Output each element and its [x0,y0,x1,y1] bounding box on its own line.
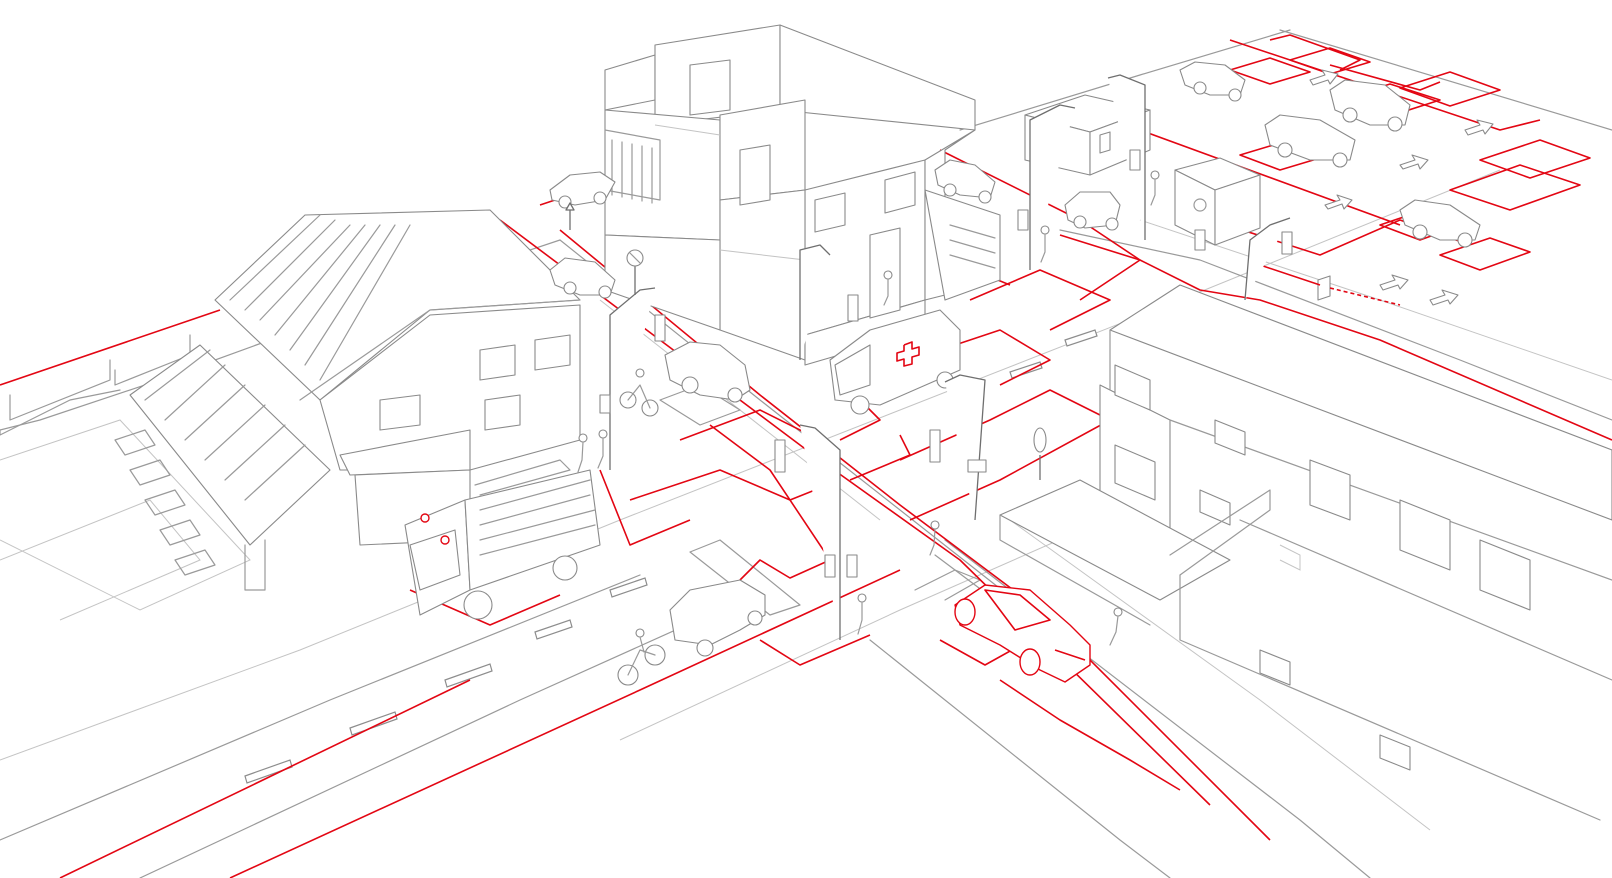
car [549,257,616,299]
round-traffic-sign-icon [626,249,644,295]
car [664,341,751,403]
pedestrians-and-cyclists [577,170,1160,686]
red-cross-icon [896,341,920,367]
car [549,171,616,209]
pedestrian [883,270,893,306]
cyclist [617,628,666,686]
motorcyclist [619,368,659,417]
parking-lane-arrows [1309,69,1494,306]
vehicles [404,61,1481,657]
pedestrian [1150,170,1160,206]
pedestrian [1109,607,1123,646]
pedestrian [1040,225,1050,263]
highlighted-car [954,584,1091,683]
car [1329,79,1411,132]
car [934,159,996,204]
round-traffic-sign-icon [1033,427,1047,480]
car [669,579,766,657]
car [1064,191,1121,231]
pedestrian [929,520,940,556]
car [1399,199,1481,248]
fire-truck [404,459,601,620]
pitched-roof-house [129,209,581,591]
pedestrian [577,429,608,473]
pedestrian [857,593,867,635]
car [1264,114,1356,168]
car [1179,61,1246,102]
right-building [999,284,1612,821]
lane-markings [244,329,1098,784]
parking-booth [1174,157,1401,306]
street-infrastructure [565,74,1293,640]
